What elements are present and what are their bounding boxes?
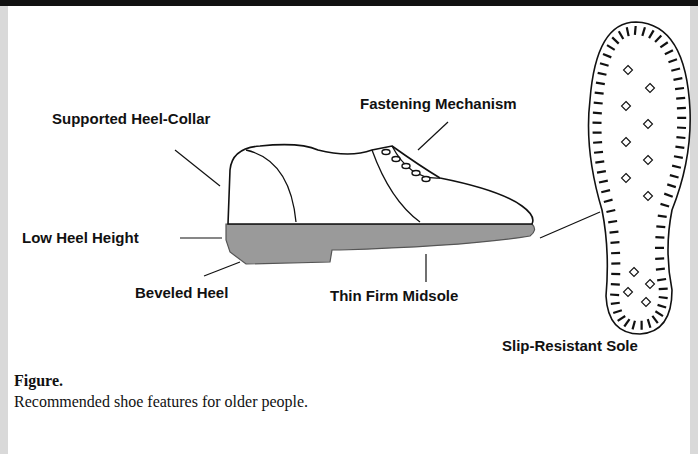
shoe-upper [228,145,533,224]
outsole-outline [589,22,691,334]
leader-lines [175,122,600,282]
tongue-edge [392,146,440,178]
part-label: Thin Firm Midsole [330,287,458,304]
shoe-sole [226,224,535,264]
figure-label: Figure. [14,372,63,390]
eyelets [382,150,430,182]
part-label: Slip-Resistant Sole [502,337,638,354]
figure-caption: Recommended shoe features for older peop… [14,393,308,411]
heel-counter-seam [246,150,296,222]
part-label: Low Heel Height [22,229,139,246]
part-label: Supported Heel-Collar [52,110,210,127]
part-label: Fastening Mechanism [360,95,517,112]
vamp-seam [372,150,420,222]
part-label: Beveled Heel [135,284,228,301]
tread-pattern [593,26,687,330]
